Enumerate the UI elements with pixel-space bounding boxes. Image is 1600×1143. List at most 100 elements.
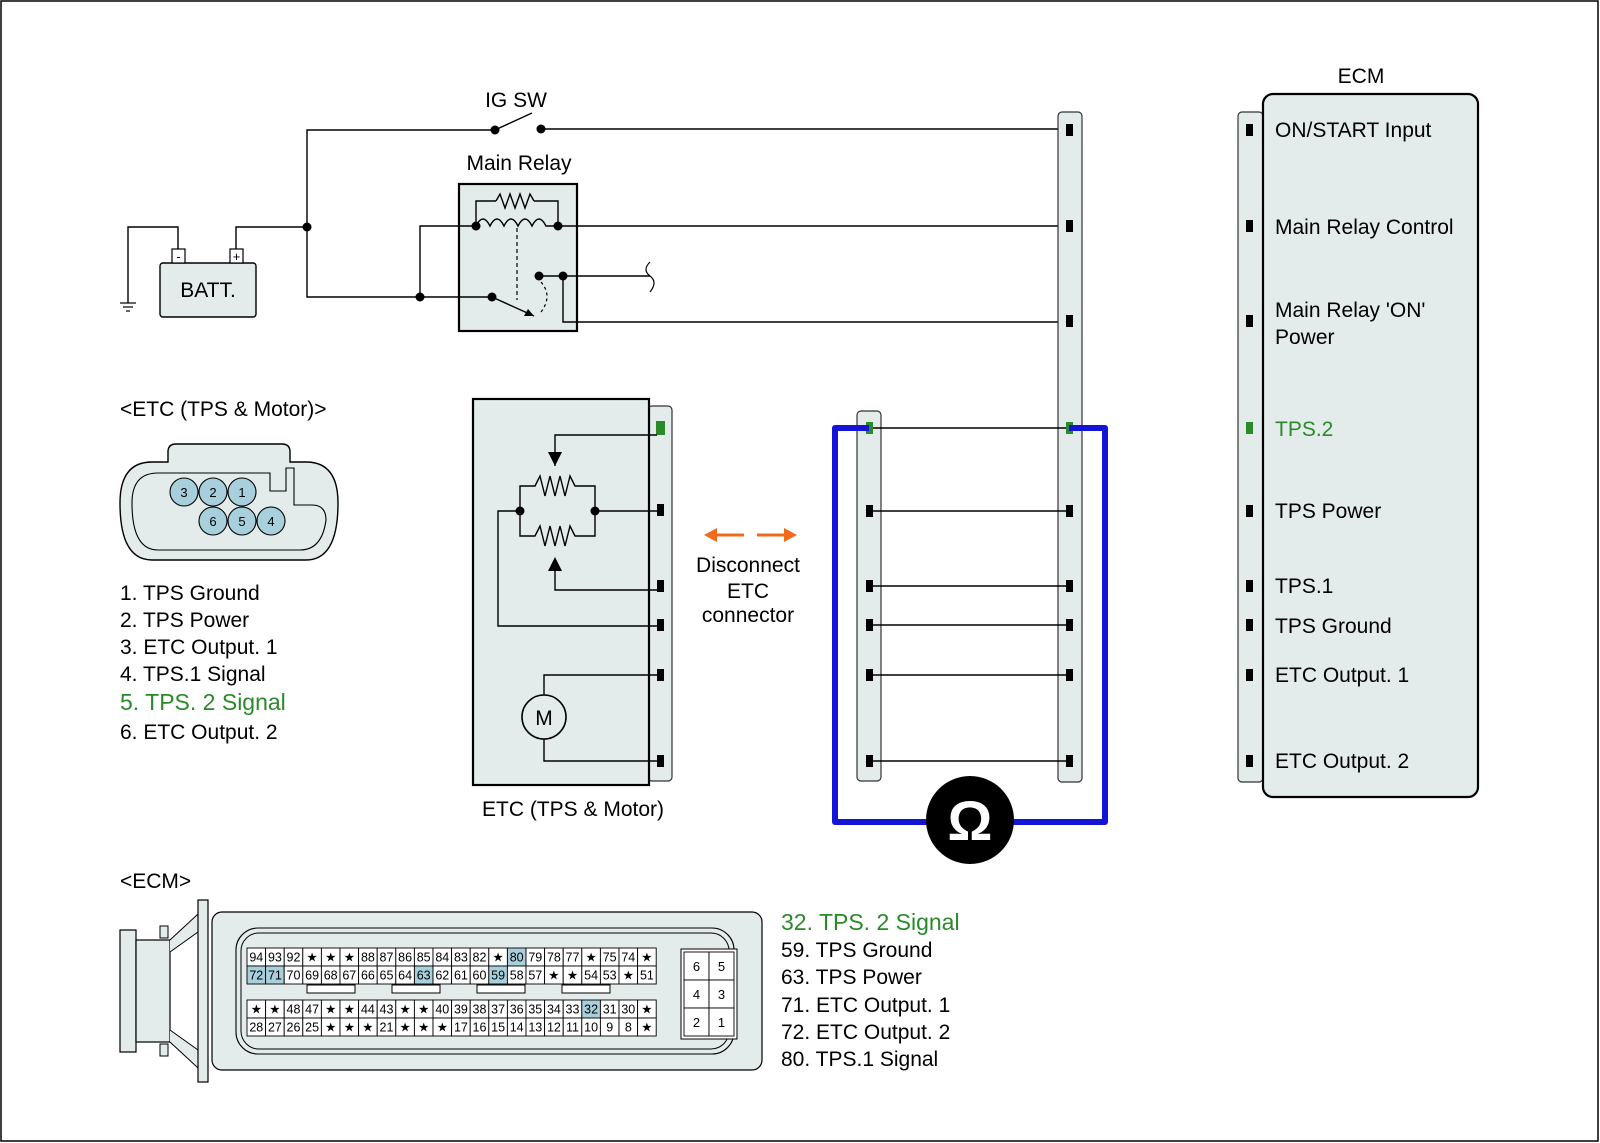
ecm-pin-number: 94	[249, 951, 263, 965]
ecm-pin-number: 44	[361, 1003, 375, 1017]
etc-harness-connector	[856, 410, 882, 782]
ecm-pin-number: 12	[547, 1021, 561, 1035]
disconnect-label-1: Disconnect	[696, 554, 800, 577]
ecm-pin-number: 10	[584, 1021, 598, 1035]
motor-label: M	[535, 707, 553, 730]
ecm-legend-item: 72. ETC Output. 2	[781, 1021, 950, 1044]
ecm-pin-number: 39	[454, 1003, 468, 1017]
ecm-pin-number: 64	[398, 969, 412, 983]
ecm-small-pin-number: 4	[693, 987, 700, 1002]
ecm-pin-number: 77	[566, 951, 580, 965]
harness-terminals	[866, 124, 1073, 767]
motor-icon	[521, 694, 567, 740]
ecm-pin-tps-ground: TPS Ground	[1275, 615, 1392, 638]
ecm-legend-item: 63. TPS Power	[781, 966, 922, 989]
ecm-small-pin-cell	[708, 951, 735, 981]
ecm-pin-number: 75	[603, 951, 617, 965]
ecm-pin-number: 53	[603, 969, 617, 983]
ecm-pin-number: ★	[344, 1003, 355, 1017]
ecm-pin-number: ★	[641, 1021, 652, 1035]
ecm-pin-number: ★	[641, 951, 652, 965]
etc-pin-5: 5	[238, 514, 245, 529]
ecm-pin-etc-out2: ETC Output. 2	[1275, 750, 1409, 773]
ecm-terminals	[1246, 124, 1253, 767]
ecm-small-pin-number: 5	[718, 959, 725, 974]
ecm-pin-number: 43	[380, 1003, 394, 1017]
ecm-small-pin-number: 3	[718, 987, 725, 1002]
ecm-pin-number: 67	[342, 969, 356, 983]
main-relay: Main Relay	[457, 152, 579, 333]
ecm-pin-number: 60	[473, 969, 487, 983]
ecm-pin-number: 9	[606, 1021, 613, 1035]
ecm-pin-number: 85	[417, 951, 431, 965]
etc-component: M	[471, 397, 673, 787]
ecm-pin-number: 65	[380, 969, 394, 983]
ecm-pin-number: 11	[566, 1021, 579, 1035]
etc-pin-1: 1	[238, 485, 245, 500]
ecm-pin-number: ★	[344, 951, 355, 965]
ecm-pin-labels: ON/START Input Main Relay Control Main R…	[1275, 119, 1454, 773]
ecm-pin-number: 17	[454, 1021, 468, 1035]
etc-legend-item: 1. TPS Ground	[120, 582, 260, 605]
ecm-pin-number: 66	[361, 969, 375, 983]
ecm-pin-number: 34	[547, 1003, 561, 1017]
ecm-small-pin-number: 6	[693, 959, 700, 974]
ecm-small-pin-cell	[708, 1007, 735, 1037]
ecm-pin-number: ★	[325, 1021, 336, 1035]
ecm-pin-number: 62	[435, 969, 449, 983]
ecm-pin-number: 31	[603, 1003, 617, 1017]
ecm-pin-number: 47	[305, 1003, 319, 1017]
etc-legend-item: 6. ETC Output. 2	[120, 721, 278, 744]
ecm-pin-number: 71	[268, 969, 282, 983]
ecm-pin-number: 72	[249, 969, 263, 983]
ecm-pin-number: 84	[435, 951, 449, 965]
ecm-pin-number: 38	[473, 1003, 487, 1017]
ecm-pin-number: 37	[491, 1003, 505, 1017]
ecm-pin-tps1: TPS.1	[1275, 575, 1333, 598]
ig-sw-label: IG SW	[485, 89, 547, 112]
ecm-pin-number: 80	[510, 951, 524, 965]
ecm-pin-number: 58	[510, 969, 524, 983]
etc-connector-title: <ETC (TPS & Motor)>	[120, 398, 327, 421]
ecm-pin-number: ★	[641, 1003, 652, 1017]
ecm-pin-number: 48	[287, 1003, 301, 1017]
ecm-connector-title: <ECM>	[120, 870, 191, 893]
etc-pin-6: 6	[209, 514, 216, 529]
ecm-pin-main-relay-control: Main Relay Control	[1275, 216, 1454, 239]
ecm-pin-number: ★	[418, 1021, 429, 1035]
ecm-pin-number: 40	[435, 1003, 449, 1017]
ecm-pin-number: 8	[625, 1021, 632, 1035]
ignition-switch: IG SW	[485, 89, 547, 135]
harness-wires	[873, 427, 1066, 762]
ecm-pin-number: ★	[492, 951, 503, 965]
ecm-pin-number: 70	[287, 969, 301, 983]
ecm-pin-number: 54	[584, 969, 598, 983]
ecm-pin-number: 74	[621, 951, 635, 965]
ecm-pin-number: ★	[399, 1003, 410, 1017]
main-relay-label: Main Relay	[466, 152, 572, 175]
ecm-pin-number: 28	[249, 1021, 263, 1035]
ecm-pin-number: 32	[584, 1003, 598, 1017]
battery-plus: +	[233, 249, 241, 264]
etc-pin-legend: 1. TPS Ground 2. TPS Power 3. ETC Output…	[120, 582, 286, 744]
ecm-legend-item: 80. TPS.1 Signal	[781, 1048, 938, 1071]
ecm-pin-number: ★	[251, 1003, 262, 1017]
ecm-legend-item: 71. ETC Output. 1	[781, 994, 950, 1017]
ecm-pin-number: 63	[417, 969, 431, 983]
ecm-pin-number: 16	[473, 1021, 487, 1035]
etc-legend-item-highlight: 5. TPS. 2 Signal	[120, 689, 286, 715]
ecm-pin-legend: 32. TPS. 2 Signal 59. TPS Ground 63. TPS…	[781, 909, 960, 1071]
ecm-pin-tps2: TPS.2	[1275, 418, 1333, 441]
ecm-pin-number: ★	[325, 1003, 336, 1017]
ecm-pin-number: 88	[361, 951, 375, 965]
ecm-pin-number: ★	[418, 1003, 429, 1017]
ecm-pin-cell	[637, 965, 657, 985]
ecm-pin-number: 57	[528, 969, 542, 983]
ecm-box	[1261, 92, 1480, 799]
ecm-connector-latches	[306, 984, 611, 994]
ecm-pin-tps-power: TPS Power	[1275, 500, 1381, 523]
ecm-pin-number: 14	[510, 1021, 524, 1035]
